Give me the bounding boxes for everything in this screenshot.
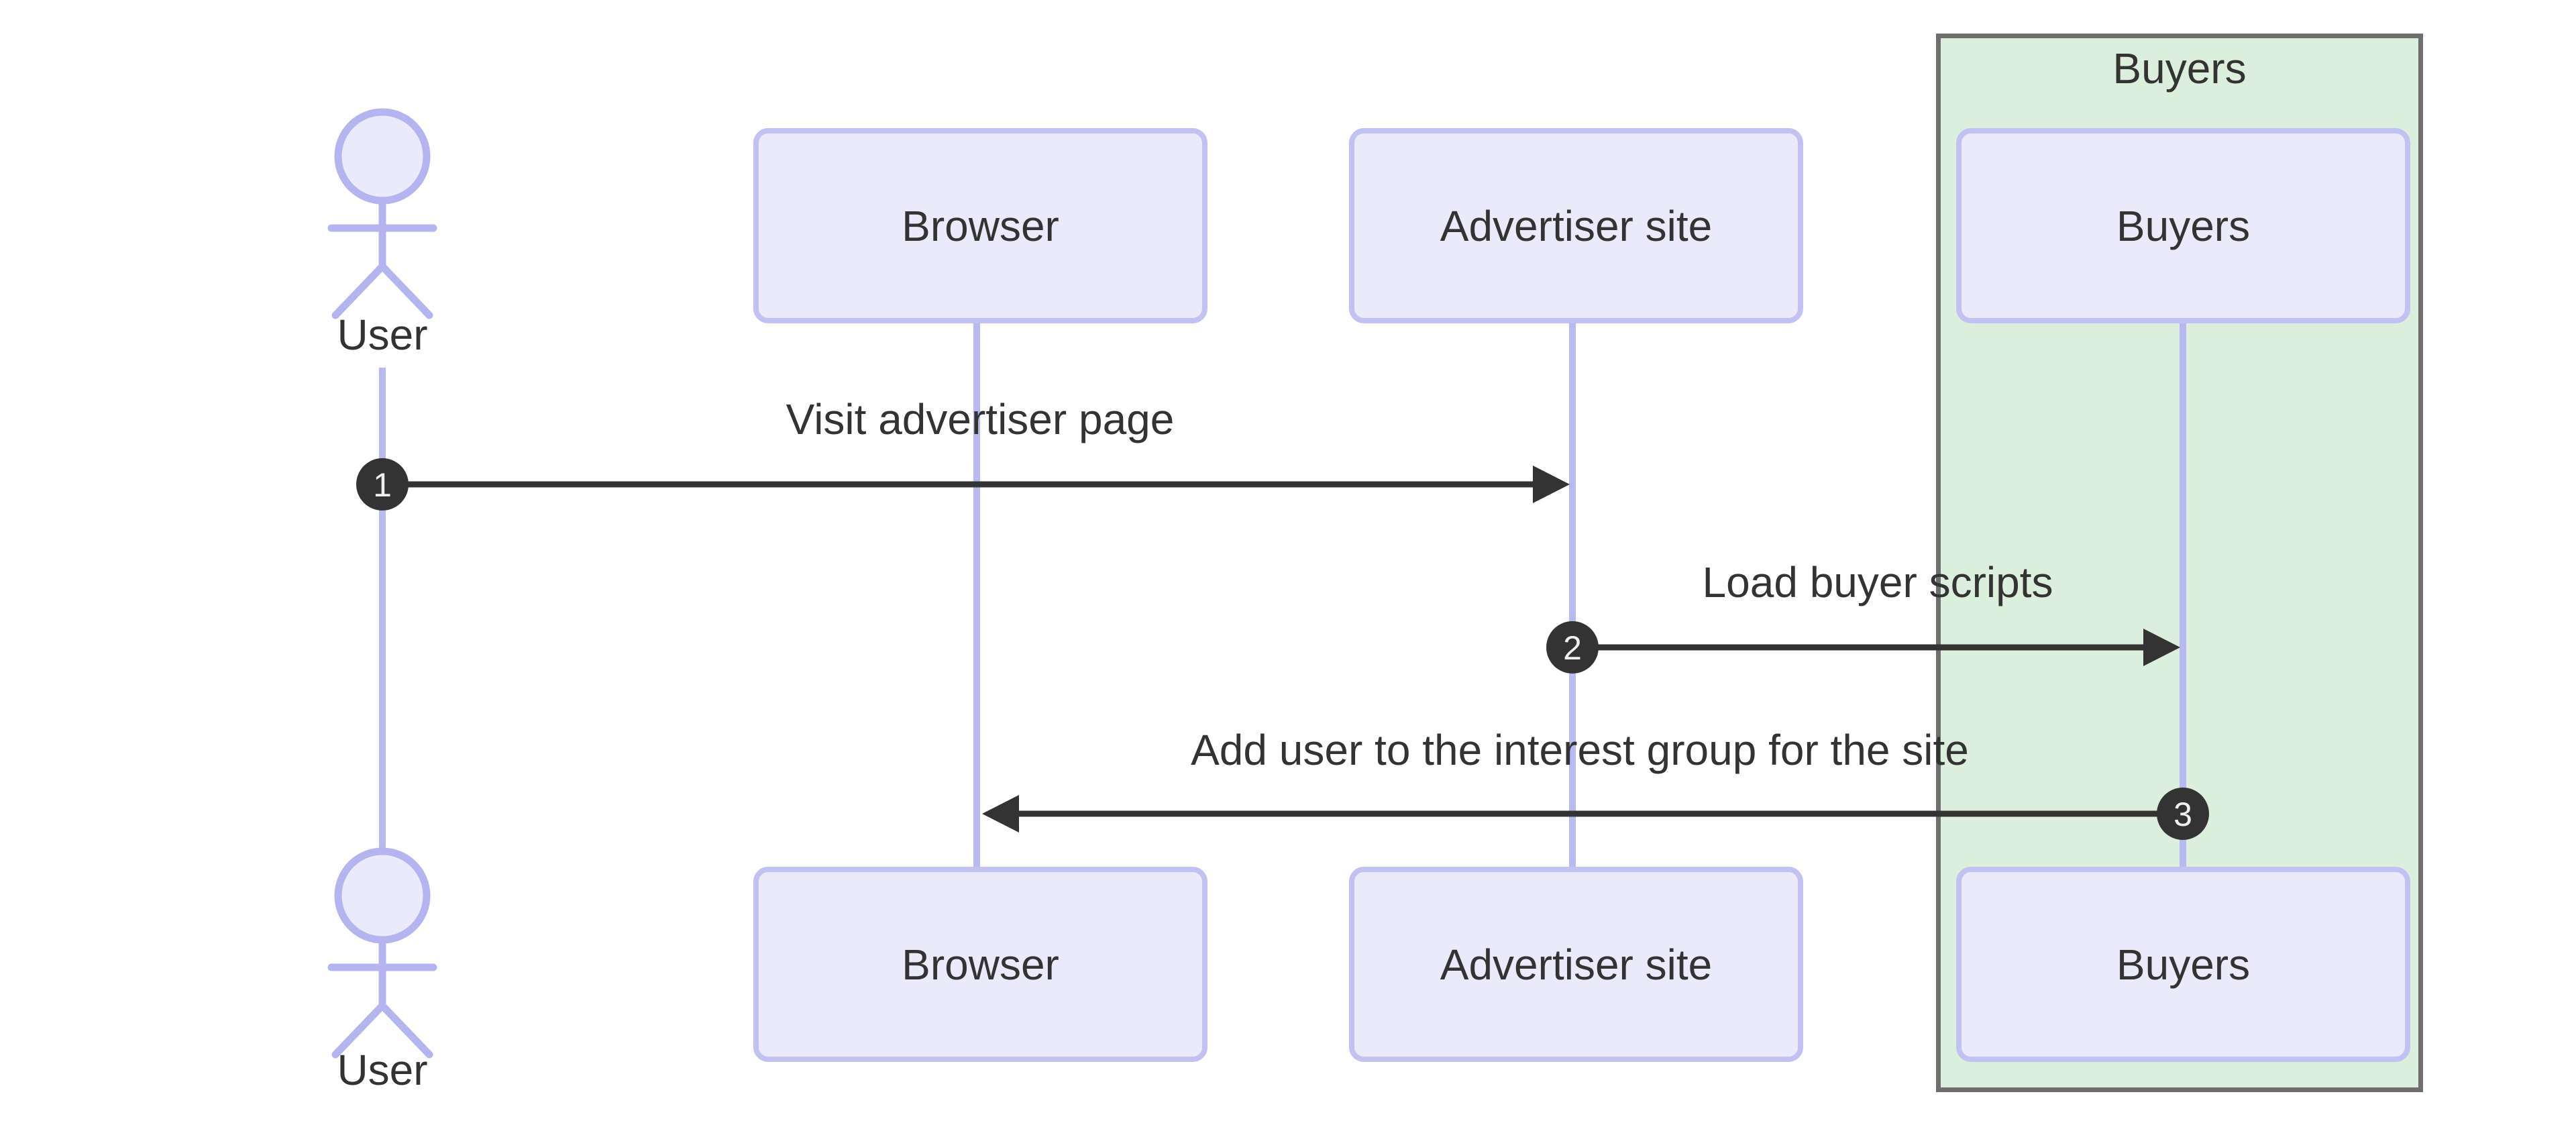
user-actor-label-bottom: User xyxy=(337,1046,428,1094)
actor-leg-right xyxy=(378,1002,433,1059)
participant-buyers-bottom: Buyers xyxy=(1956,867,2410,1062)
message-label-1: Visit advertiser page xyxy=(786,395,1175,443)
participant-label: Browser xyxy=(902,201,1059,250)
participant-label: Buyers xyxy=(2116,201,2251,250)
user-actor-icon-bottom xyxy=(327,847,437,1059)
message-label-2: Load buyer scripts xyxy=(1702,558,2053,606)
arrowhead-right-icon xyxy=(1533,466,1570,503)
sequence-number-3: 3 xyxy=(2174,796,2192,833)
actor-head xyxy=(334,108,431,205)
message-label-3: Add user to the interest group for the s… xyxy=(1191,726,1969,774)
sequence-number-2: 2 xyxy=(1563,629,1582,667)
sequence-number-1: 1 xyxy=(373,466,392,504)
participant-label: Advertiser site xyxy=(1440,201,1713,250)
message-arrow-3: 3 xyxy=(982,788,2209,840)
message-arrow-1: 1 xyxy=(356,458,1570,511)
user-actor-label-top: User xyxy=(337,311,428,359)
participant-browser-top: Browser xyxy=(753,128,1208,323)
participant-label: Browser xyxy=(902,940,1059,989)
sequence-badge-3 xyxy=(2157,788,2209,840)
message-arrow-2: 2 xyxy=(1546,621,2180,674)
sequence-badge-2 xyxy=(1546,621,1599,674)
buyers-group-label: Buyers xyxy=(2112,44,2247,93)
participant-label: Buyers xyxy=(2116,940,2251,989)
participant-advertiser-top: Advertiser site xyxy=(1349,128,1803,323)
participant-advertiser-bottom: Advertiser site xyxy=(1349,867,1803,1062)
arrowhead-right-icon xyxy=(2143,629,2180,666)
participant-buyers-top: Buyers xyxy=(1956,128,2410,323)
actor-head xyxy=(334,847,431,944)
sequence-badge-1 xyxy=(356,458,409,511)
user-actor-icon-top xyxy=(327,108,437,319)
arrowhead-left-icon xyxy=(982,795,1019,833)
participant-browser-bottom: Browser xyxy=(753,867,1208,1062)
actor-leg-left xyxy=(331,1002,386,1059)
participant-label: Advertiser site xyxy=(1440,940,1713,989)
actor-leg-right xyxy=(378,262,433,319)
actor-leg-left xyxy=(331,262,386,319)
